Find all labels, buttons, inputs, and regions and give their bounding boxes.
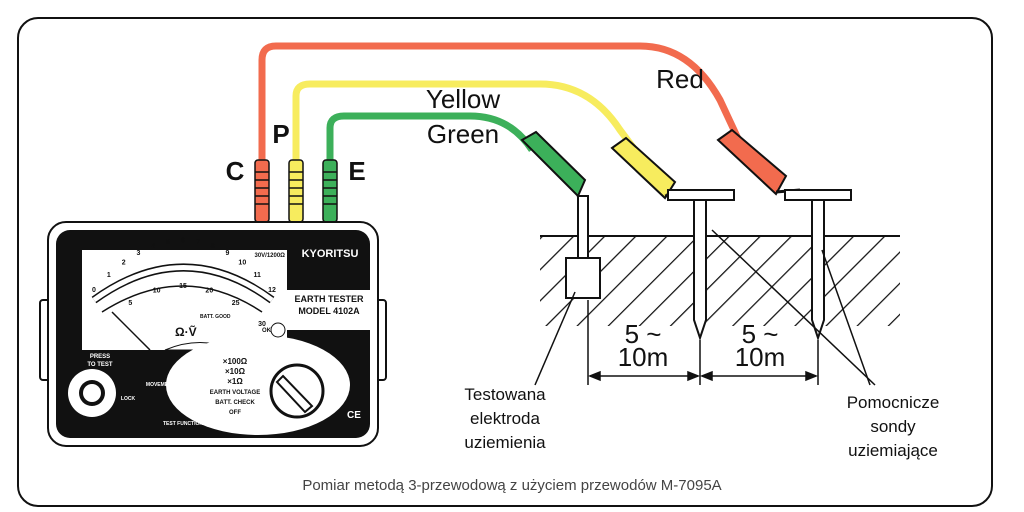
terminal-p-label: P: [272, 119, 289, 149]
scale-top-tick: 7: [196, 239, 200, 246]
scale-bottom-tick: 30: [258, 321, 266, 328]
probe-stake-2: [784, 189, 852, 342]
electrode-label-3: uziemienia: [464, 433, 546, 452]
range-option: OFF: [229, 410, 241, 416]
range-option: ×10Ω: [225, 367, 246, 376]
test-electrode: [565, 195, 601, 299]
scale-bottom-tick: 10: [153, 287, 161, 294]
to-test-label: TO TEST: [87, 362, 113, 368]
caption: Pomiar metodą 3-przewodową z użyciem prz…: [302, 477, 721, 494]
batt-label: BATT. GOOD: [200, 314, 231, 320]
scale-top-tick: 3: [137, 250, 141, 257]
red-wire: [258, 42, 752, 165]
scale-bottom-tick: 25: [232, 300, 240, 307]
probes-label-1: Pomocnicze: [847, 393, 940, 412]
dimension-1-top: 5 ~: [625, 319, 662, 349]
range-option: BATT. CHECK: [215, 400, 255, 406]
dimension-1-bottom: 10m: [618, 342, 669, 372]
scale-top-tick: 0: [92, 287, 96, 294]
lock-label: LOCK: [121, 396, 136, 402]
green-label: Green: [427, 119, 499, 149]
range-note: 30V/1200Ω: [254, 253, 285, 259]
scale-bottom-tick: 15: [179, 283, 187, 290]
brand-logo: KYORITSU: [302, 248, 359, 260]
scale-top-tick: 8: [211, 243, 215, 250]
green-wire: [326, 112, 535, 165]
scale-top-tick: 5: [166, 239, 170, 246]
ce-mark: CE: [347, 410, 361, 421]
scale-top-tick: 4: [151, 243, 155, 250]
earth-tester-meter: [39, 221, 387, 447]
dimension-2-top: 5 ~: [742, 319, 779, 349]
dimension-lines: [534, 229, 876, 386]
scale-top-tick: 1: [107, 272, 111, 279]
yellow-label: Yellow: [426, 84, 500, 114]
probes-label-3: uziemiające: [848, 441, 938, 460]
probes-label-2: sondy: [870, 417, 916, 436]
scale-top-tick: 12: [268, 287, 276, 294]
terminal-plugs: [254, 159, 338, 223]
electrode-label-2: elektroda: [470, 409, 540, 428]
range-selector[interactable]: ×100Ω×10Ω×1Ω EARTH VOLTAGE BATT. CHECK OFF: [210, 357, 260, 416]
scale-bottom-tick: 20: [205, 287, 213, 294]
scale-top-tick: 6: [181, 238, 185, 245]
meter-title: EARTH TESTER: [294, 294, 364, 304]
ok-label: OK: [262, 328, 272, 334]
scale-top-tick: 2: [122, 260, 126, 267]
scale-bottom: 5 10 15 20 25 30: [128, 283, 266, 328]
unit-label: Ω·Ṽ: [175, 324, 197, 339]
red-label: Red: [656, 64, 704, 94]
terminal-c-label: C: [226, 156, 245, 186]
terminal-e-label: E: [348, 156, 365, 186]
scale-bottom-tick: 5: [128, 300, 132, 307]
range-option: ×1Ω: [227, 377, 243, 386]
scale-top-tick: 11: [253, 272, 261, 279]
probe-stake-1: [667, 189, 735, 342]
range-option: ×100Ω: [223, 357, 248, 366]
range-option: EARTH VOLTAGE: [210, 390, 260, 396]
scale-top-tick: 10: [238, 260, 246, 267]
electrode-label-1: Testowana: [464, 385, 546, 404]
yellow-wire: [292, 80, 653, 173]
movement-zero-label: MOVEMENT ZERO: [146, 382, 190, 388]
test-function-label: TEST FUNCTION: [163, 421, 203, 427]
press-label: PRESS: [90, 354, 110, 360]
meter-model: MODEL 4102A: [298, 306, 360, 316]
scale-top-tick: 9: [226, 250, 230, 257]
dimension-2-bottom: 10m: [735, 342, 786, 372]
